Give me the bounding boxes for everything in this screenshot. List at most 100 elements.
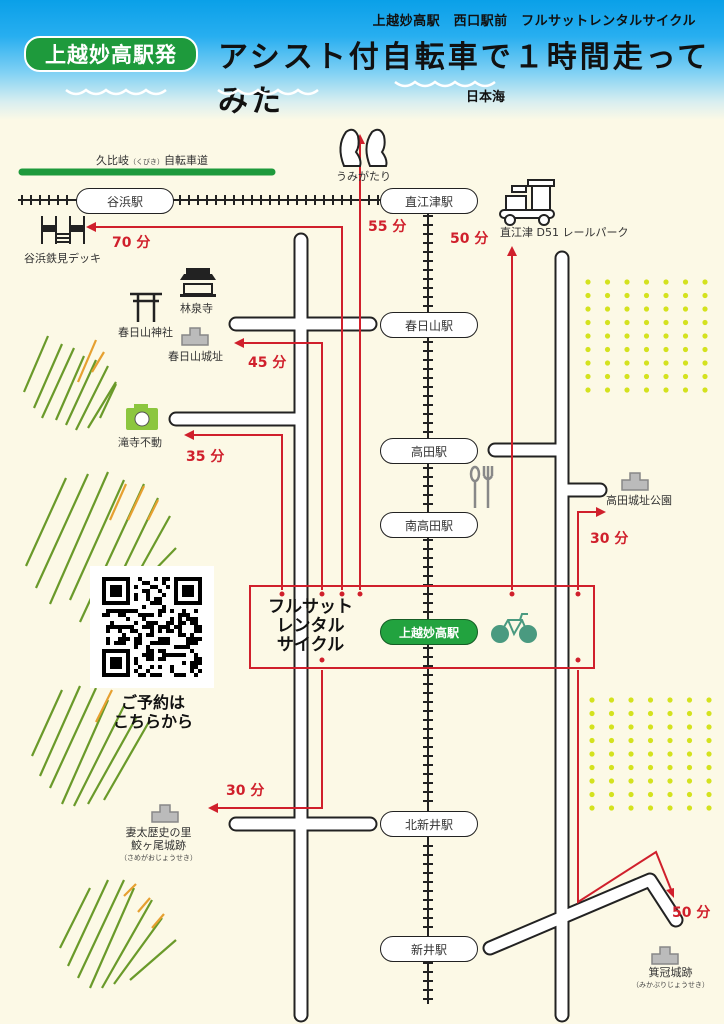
dot [647, 737, 654, 744]
dot [706, 697, 712, 703]
qr-module [158, 637, 162, 641]
qr-module [126, 625, 130, 629]
qr-module [154, 621, 158, 625]
qr-module [166, 621, 170, 625]
qr-module [154, 601, 158, 605]
dot [702, 360, 708, 366]
dot [667, 805, 673, 811]
qr-module [158, 641, 162, 645]
qr-module [186, 645, 190, 649]
qr-module [150, 621, 154, 625]
spot-kasugayama-shrine[interactable]: 春日山神社 [118, 326, 173, 339]
dot [706, 778, 712, 784]
rental-area-frame [249, 585, 595, 669]
dot [589, 710, 595, 717]
dot [604, 279, 611, 285]
qr-module [154, 585, 158, 589]
qr-module [118, 637, 122, 641]
spot-d51-railpark[interactable]: 直江津 D51 レールパーク [500, 226, 629, 239]
dot [624, 346, 630, 353]
rental-line3: サイクル [276, 635, 345, 655]
dot [604, 346, 611, 353]
dot [589, 805, 595, 811]
qr-module [178, 673, 182, 677]
spot-kasugayama-castle[interactable]: 春日山城址 [168, 350, 223, 363]
station-kasugayama[interactable]: 春日山駅 [380, 312, 478, 338]
dot [585, 319, 591, 326]
qr-module [186, 641, 190, 645]
qr-module [146, 645, 150, 649]
qr-module [194, 673, 198, 677]
spot-takada-castle-park[interactable]: 高田城址公園 [606, 494, 672, 507]
dot [706, 791, 712, 798]
spot-samegao-castle[interactable]: 妻太歴史の里 鮫ヶ尾城跡 （さめがおじょうせき） [120, 826, 197, 865]
station-minami-takada[interactable]: 南高田駅 [380, 512, 478, 538]
spot-mikaburi-castle[interactable]: 箕冠城跡 （みかぶりじょうせき） [632, 966, 709, 992]
dot [702, 373, 708, 380]
qr-module [118, 625, 122, 629]
dot [585, 333, 591, 339]
station-naoetsu[interactable]: 直江津駅 [380, 188, 478, 214]
dot [686, 751, 693, 757]
reservation-label: ご予約は こちらから [98, 693, 208, 731]
dot [702, 319, 708, 326]
qr-module [190, 669, 194, 673]
station-takada[interactable]: 高田駅 [380, 438, 478, 464]
qr-module [194, 653, 198, 657]
qr-module [182, 613, 186, 617]
dot [643, 306, 650, 312]
dot [585, 306, 591, 312]
dot [702, 346, 708, 353]
spot-tanihama-deck[interactable]: 谷浜鉄見デッキ [24, 252, 101, 265]
qr-module [158, 597, 162, 601]
qr-module [146, 621, 150, 625]
qr-module [118, 613, 122, 617]
dot [628, 751, 634, 757]
qr-module [110, 621, 114, 625]
dot [585, 346, 591, 353]
reservation-qr-code[interactable] [90, 566, 214, 688]
rental-cycle-label[interactable]: フルサット レンタル サイクル [268, 598, 353, 655]
dot [702, 306, 708, 312]
qr-module [150, 613, 154, 617]
qr-module [138, 641, 142, 645]
spot-rinsenji[interactable]: 林泉寺 [180, 302, 213, 315]
dot [682, 360, 689, 366]
qr-module [150, 673, 154, 677]
qr-module [122, 613, 126, 617]
qr-module [182, 661, 186, 665]
qr-module [178, 621, 182, 625]
departure-badge: 上越妙高駅発 [24, 36, 198, 72]
qr-module [134, 641, 138, 645]
dot [663, 373, 669, 380]
qr-module [198, 629, 202, 633]
qr-module [150, 665, 154, 669]
qr-module [194, 609, 198, 613]
qr-module [134, 597, 138, 601]
qr-module [146, 613, 150, 617]
dot [647, 764, 654, 771]
qr-module [162, 649, 166, 653]
qr-module [146, 593, 150, 597]
dot [647, 778, 654, 784]
station-arai[interactable]: 新井駅 [380, 936, 478, 962]
qr-module [194, 661, 198, 665]
dot [585, 360, 591, 366]
station-joetsumyoko[interactable]: 上越妙高駅 [380, 619, 478, 645]
qr-module [194, 617, 198, 621]
qr-module [122, 625, 126, 629]
qr-module [122, 609, 126, 613]
qr-module [150, 629, 154, 633]
dot [585, 373, 591, 380]
spot-takiji-fudo[interactable]: 滝寺不動 [118, 436, 162, 449]
qr-module [158, 673, 162, 677]
dot [585, 279, 591, 285]
dot [706, 737, 712, 744]
qr-module [126, 617, 130, 621]
spot-umigatari[interactable]: うみがたり [336, 170, 391, 183]
station-tanihama[interactable]: 谷浜駅 [76, 188, 174, 214]
station-kita-arai[interactable]: 北新井駅 [380, 811, 478, 837]
dot [667, 737, 673, 744]
dot [628, 805, 634, 811]
qr-module [110, 657, 122, 669]
